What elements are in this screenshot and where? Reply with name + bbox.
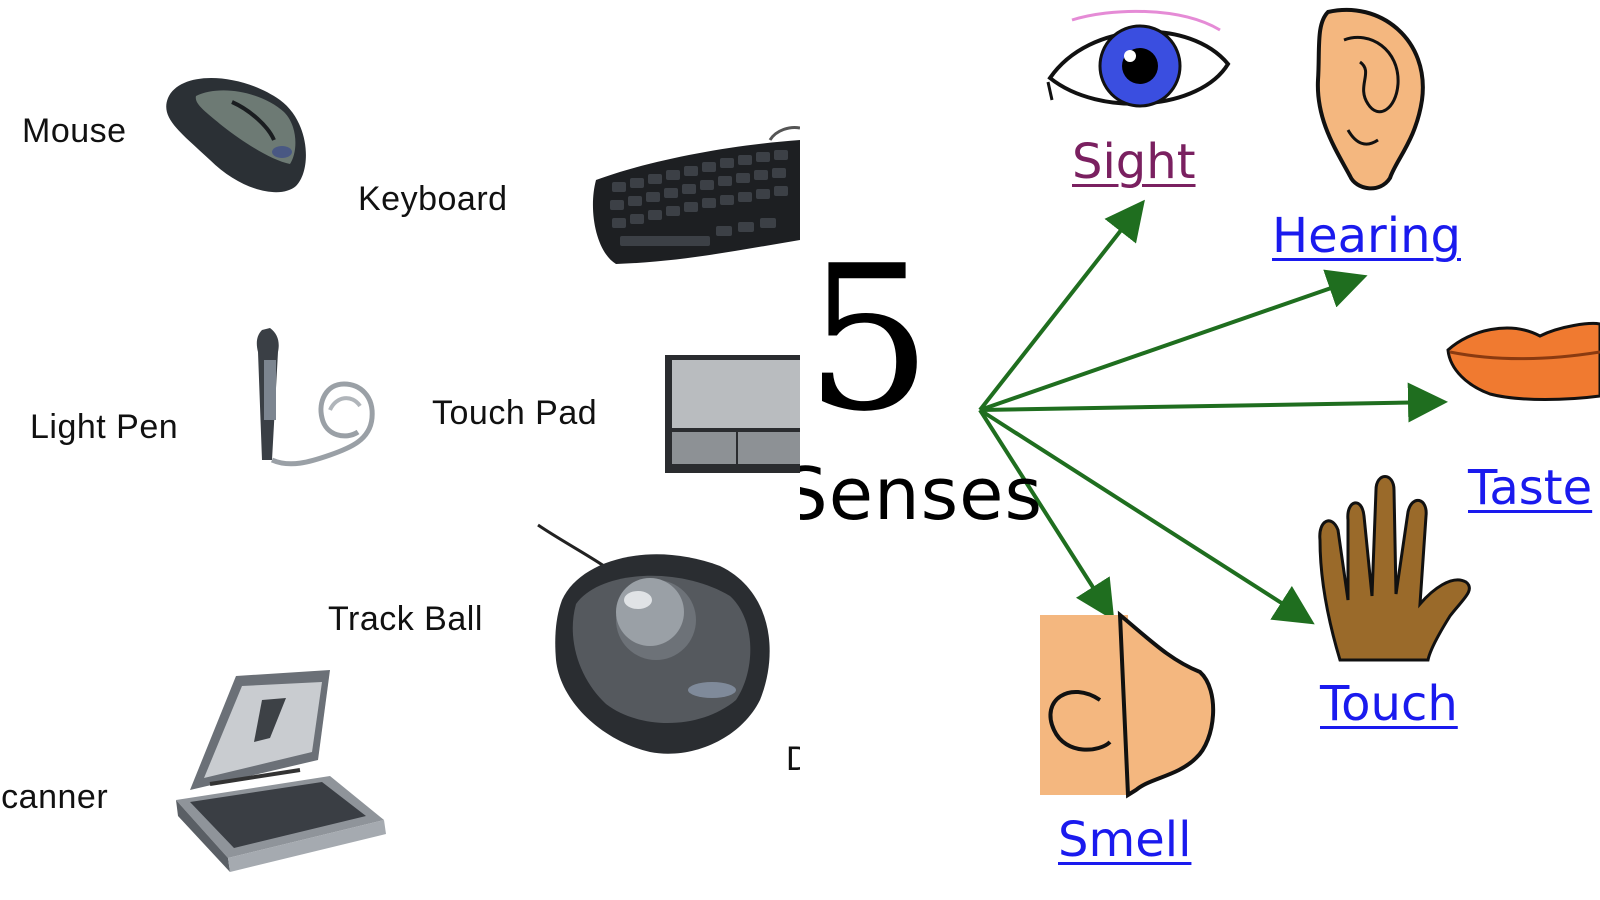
senses-word: Senses [800,452,1043,536]
arrow-to-taste [979,382,1448,423]
arrow-to-smell [978,408,1115,621]
light-pen-icon [256,328,375,467]
track-ball-label: Track Ball [328,600,483,638]
arrow-to-hearing [979,269,1368,412]
cut-off-label: D [786,740,800,778]
mouse-icon [166,77,306,193]
five-senses-diagram [978,7,1600,799]
nose-icon [1040,610,1216,799]
mouse-label: Mouse [22,112,127,150]
smell-label[interactable]: Smell [1058,812,1192,868]
arrow-to-touch [978,408,1315,625]
input-devices-illustrations [166,77,800,872]
lips-icon [1446,322,1600,401]
eye-icon [1046,9,1231,108]
scanner-label: Scanner [0,778,109,816]
five-senses-panel: 5 Senses Sight Hearing Taste Touch Smell [800,0,1600,900]
ear-icon [1315,7,1425,191]
hand-icon [1318,475,1471,662]
touch-pad-icon [665,355,800,473]
arrow-to-sight [978,199,1145,412]
number-five: 5 [805,223,933,456]
taste-label[interactable]: Taste [1468,460,1593,516]
sight-label[interactable]: Sight [1072,134,1196,190]
keyboard-label: Keyboard [358,180,508,218]
hearing-label[interactable]: Hearing [1272,208,1461,264]
touch-label[interactable]: Touch [1320,676,1458,732]
track-ball-icon [537,523,770,754]
touch-pad-label: Touch Pad [432,394,598,432]
keyboard-icon [592,126,800,264]
sense-arrows [978,199,1448,625]
input-devices-panel: Mouse Keyboard Light Pen Touch Pad Track… [0,77,800,872]
light-pen-label: Light Pen [30,408,179,446]
scanner-icon [176,670,386,872]
